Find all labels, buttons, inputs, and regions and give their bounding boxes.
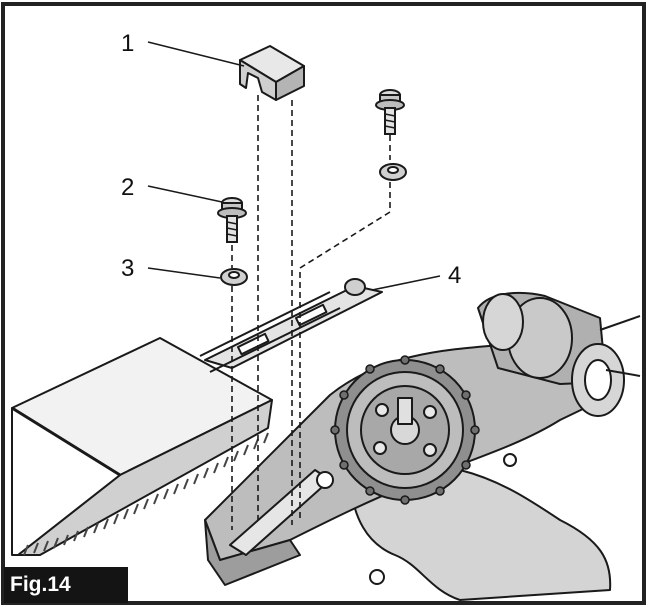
callout-2: 2 <box>121 174 135 201</box>
bar-hatching <box>23 432 269 556</box>
callout-leaders <box>147 41 441 291</box>
clip-part-1 <box>239 45 305 101</box>
arm-housing <box>204 291 641 601</box>
leader-1 <box>147 41 245 67</box>
screw-part-2 <box>217 197 247 243</box>
leader-3 <box>147 267 221 279</box>
callout-1: 1 <box>121 30 135 57</box>
callout-4: 4 <box>448 262 462 289</box>
screw-upper-right <box>375 89 405 135</box>
leader-2 <box>147 185 223 203</box>
leader-4 <box>371 275 441 291</box>
figure-label: Fig.14 <box>4 567 128 603</box>
slide-knob <box>344 278 366 296</box>
assembly-guide-lines <box>231 95 391 530</box>
washer-upper-right <box>379 163 407 181</box>
rail-assembly <box>11 278 383 556</box>
gear-teeth <box>330 355 480 505</box>
washer-part-3 <box>220 268 248 286</box>
callout-3: 3 <box>121 255 135 282</box>
